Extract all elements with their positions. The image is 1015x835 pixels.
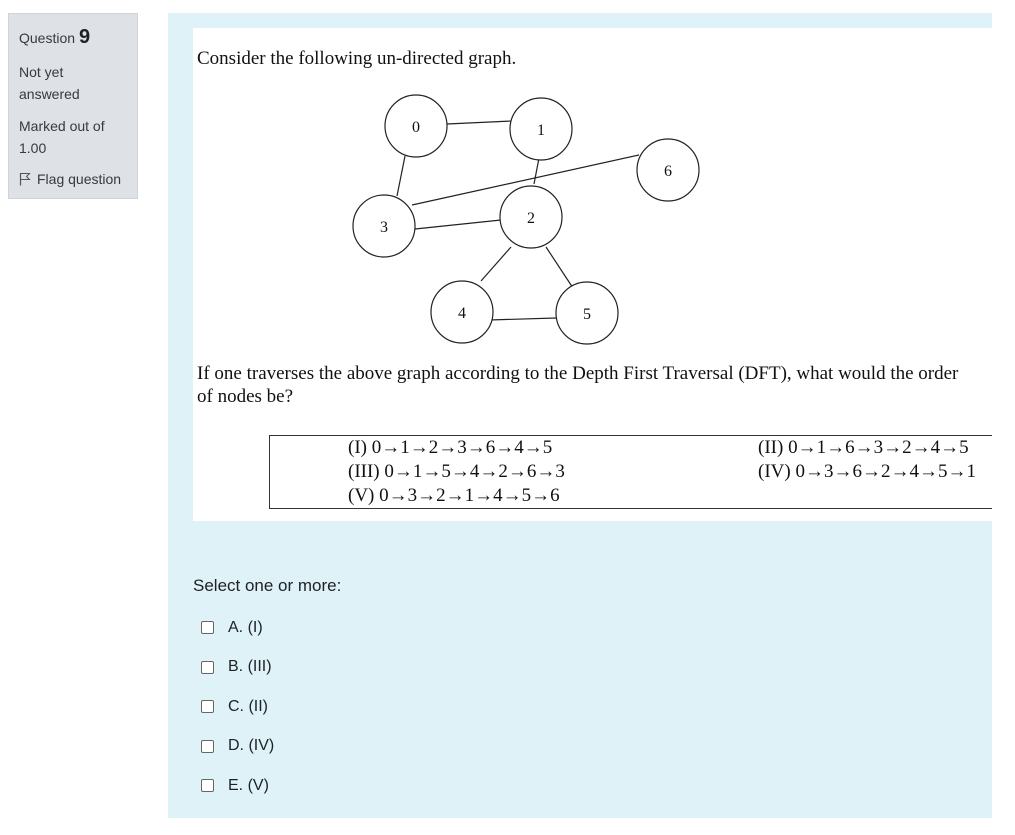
graph-node-2: 2 xyxy=(499,185,563,249)
svg-text:2: 2 xyxy=(527,210,535,227)
question-content: Consider the following un-directed graph… xyxy=(168,13,992,818)
traversal-options-box: (I) 0→1→2→3→6→4→5 (II) 0→1→6→3→2→4→5 (II… xyxy=(269,435,992,509)
edge-0-1 xyxy=(446,120,513,125)
question-prompt-line-2: of nodes be? xyxy=(197,386,294,407)
answer-checkbox-d[interactable] xyxy=(201,739,214,753)
answer-label-c: C. (II) xyxy=(228,697,268,715)
option-i: (I) 0→1→2→3→6→4→5 xyxy=(348,437,553,458)
question-number: 9 xyxy=(78,26,91,48)
svg-text:5: 5 xyxy=(583,306,591,323)
answer-label-a: A. (I) xyxy=(228,618,263,636)
answer-choice-e[interactable]: E. (V) xyxy=(201,766,274,806)
question-label: Question xyxy=(19,30,76,46)
graph-node-4: 4 xyxy=(430,280,494,344)
question-status: Not yet answered xyxy=(19,64,80,102)
option-iv: (IV) 0→3→6→2→4→5→1 xyxy=(758,461,976,482)
svg-text:6: 6 xyxy=(664,163,672,180)
answer-checkbox-b[interactable] xyxy=(201,660,214,674)
option-v: (V) 0→3→2→1→4→5→6 xyxy=(348,485,560,506)
question-marks: Marked out of 1.00 xyxy=(19,118,105,156)
answer-checkbox-a[interactable] xyxy=(201,621,214,635)
graph-node-1: 1 xyxy=(509,97,573,161)
select-prompt: Select one or more: xyxy=(193,576,342,595)
edge-0-3 xyxy=(396,155,406,197)
answer-checkbox-c[interactable] xyxy=(201,700,214,714)
graph-node-5: 5 xyxy=(555,281,619,345)
option-ii: (II) 0→1→6→3→2→4→5 xyxy=(758,437,969,458)
svg-text:3: 3 xyxy=(380,219,388,236)
graph-node-0: 0 xyxy=(384,94,448,158)
edge-1-2 xyxy=(533,157,540,185)
flag-question-link[interactable]: Flag question xyxy=(19,169,127,189)
question-prompt-line-1: If one traverses the above graph accordi… xyxy=(197,363,959,384)
flag-question-label: Flag question xyxy=(37,171,122,187)
svg-text:0: 0 xyxy=(412,119,420,136)
question-info-panel: Question 9 Not yet answered Marked out o… xyxy=(8,13,138,199)
question-intro: Consider the following un-directed graph… xyxy=(197,48,517,69)
answer-choice-d[interactable]: D. (IV) xyxy=(201,727,274,767)
answer-choice-c[interactable]: C. (II) xyxy=(201,687,274,727)
graph-node-3: 3 xyxy=(352,194,416,258)
edge-4-5 xyxy=(488,317,557,321)
graph-node-6: 6 xyxy=(636,138,700,202)
question-text-area: Consider the following un-directed graph… xyxy=(193,28,992,521)
answer-label-e: E. (V) xyxy=(228,776,269,794)
option-iii: (III) 0→1→5→4→2→6→3 xyxy=(348,461,565,482)
question-prompt: If one traverses the above graph accordi… xyxy=(197,362,992,408)
edge-3-6 xyxy=(411,154,640,206)
question-number-heading: Question 9 xyxy=(19,26,127,49)
undirected-graph-diagram: 0 1 6 2 3 xyxy=(352,94,700,345)
answer-choice-a[interactable]: A. (I) xyxy=(201,608,274,648)
answer-list: A. (I) B. (III) C. (II) D. (IV) E. (V) xyxy=(201,608,274,806)
edge-2-4 xyxy=(480,246,512,282)
edge-2-5 xyxy=(545,246,574,289)
svg-text:4: 4 xyxy=(458,305,466,322)
answer-checkbox-e[interactable] xyxy=(201,779,214,793)
svg-text:1: 1 xyxy=(537,122,545,139)
answer-choice-b[interactable]: B. (III) xyxy=(201,648,274,688)
edge-3-2 xyxy=(414,219,502,230)
answer-label-d: D. (IV) xyxy=(228,737,275,755)
answer-label-b: B. (III) xyxy=(228,658,272,676)
flag-icon xyxy=(19,173,31,186)
